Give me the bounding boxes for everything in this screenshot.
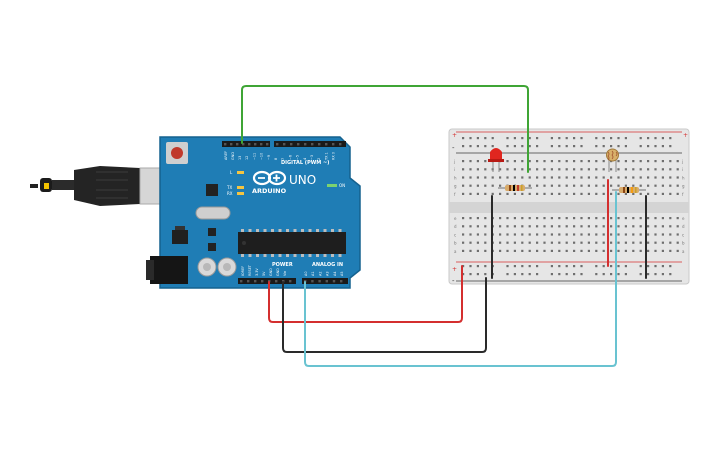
digital-pin-label: 4 [303, 158, 307, 160]
top-plus-label: + [452, 132, 457, 139]
led-tx-indicator [237, 186, 244, 189]
bb-row-label: e [454, 216, 457, 221]
digital-pin-label: ~6 [288, 155, 292, 160]
power-jack[interactable] [150, 256, 188, 284]
gnd-pin-label: GND [231, 152, 235, 160]
analog-pin-label: A1 [311, 272, 315, 276]
analog-pin-label: A2 [318, 272, 322, 276]
power-pin-label: Vin [283, 271, 287, 276]
bb-row-label: j [681, 159, 683, 164]
tx-label: TX [226, 185, 232, 190]
digital-pin-label: TX 1 [324, 152, 328, 161]
top-plus-label-right: + [683, 132, 688, 139]
digital-pin-label: 7 [281, 158, 285, 160]
power-pin-label: IOREF [241, 266, 245, 276]
digital-pin-label: ~11 [252, 153, 256, 160]
digital-pin-label: ~9 [267, 155, 271, 160]
digital-pin-label: ~10 [260, 153, 264, 160]
bb-row-label: c [682, 232, 684, 237]
digital-pin-label: 8 [274, 158, 278, 160]
bb-row-label: d [682, 224, 685, 229]
analog-pin-label: A5 [340, 272, 344, 276]
bb-row-label: g [682, 184, 685, 189]
digital-pin-label: 12 [245, 156, 249, 160]
bb-row-label: i [454, 167, 455, 172]
l-label: L [230, 170, 233, 175]
bb-row-label: f [682, 192, 684, 197]
bb-row-label: d [454, 224, 457, 229]
power-pin-label: 3.3V [255, 268, 259, 276]
digital-pin-label: ~3 [310, 155, 314, 160]
usb-cable[interactable] [30, 166, 175, 206]
power-header-label: POWER [272, 262, 293, 268]
resistor-led[interactable] [498, 185, 532, 191]
resistor-ldr[interactable] [612, 187, 646, 193]
digital-pin-label: 2 [317, 158, 321, 160]
bb-row-label: a [682, 249, 685, 254]
photoresistor[interactable] [606, 148, 619, 172]
bb-row-label: h [682, 175, 685, 180]
digital-pin-label: ~5 [296, 155, 300, 160]
bb-row-label: c [454, 232, 456, 237]
analog-header-label: ANALOG IN [312, 262, 343, 268]
wire-red-5v[interactable] [268, 265, 463, 323]
digital-pin-label: RX 0 [332, 152, 336, 160]
bottom-plus-label: + [452, 266, 457, 273]
bb-row-label: h [454, 175, 457, 180]
bb-row-label: a [454, 249, 457, 254]
usb-chip [206, 184, 218, 196]
on-label: ON [339, 183, 345, 188]
bb-row-label: j [453, 159, 455, 164]
model-label: UNO [289, 173, 316, 187]
wire-black-gnd[interactable] [282, 277, 487, 353]
power-pin-label: GND [276, 268, 280, 276]
bb-row-label: e [682, 216, 685, 221]
power-pin-label: GND [269, 268, 273, 276]
power-pin-label: RESET [248, 264, 252, 276]
wire-cyan-a0[interactable] [304, 191, 617, 367]
digital-pin-header[interactable] [222, 141, 346, 147]
top-minus-label: - [452, 144, 455, 152]
arduino-logo [252, 170, 287, 186]
led-l-indicator [237, 171, 244, 174]
rx-label: RX [227, 191, 233, 196]
analog-pin-label: A3 [326, 272, 330, 276]
bb-row-label: i [682, 167, 683, 172]
bb-row-label: b [682, 241, 685, 246]
crystal-oscillator [195, 206, 231, 220]
digital-pin-label: 13 [238, 156, 242, 160]
analog-pin-header[interactable] [302, 278, 348, 284]
wire-green-pin13[interactable] [241, 85, 529, 173]
analog-pin-label: A4 [333, 272, 337, 276]
led-on-indicator [327, 184, 337, 187]
atmega-chip [238, 229, 346, 257]
red-led[interactable] [488, 148, 504, 172]
bb-row-label: b [454, 241, 457, 246]
bb-row-label: g [454, 184, 457, 189]
led-rx-indicator [237, 192, 244, 195]
arduino-uno-board[interactable]: L TX RX ON ARDUINO UNO DIGITAL (PWM ~) P… [146, 136, 361, 289]
digital-header-label: DIGITAL (PWM ~) [281, 160, 329, 166]
power-pin-label: 5V [262, 271, 266, 276]
bb-row-label: f [454, 192, 456, 197]
aref-pin-label: AREF [224, 151, 228, 160]
bottom-minus-label: - [452, 277, 455, 285]
breadboard-center-channel [449, 202, 689, 213]
brand-label: ARDUINO [252, 187, 287, 195]
analog-pin-label: A0 [304, 272, 308, 276]
voltage-regulator [172, 230, 188, 244]
power-pin-header[interactable] [238, 278, 296, 284]
